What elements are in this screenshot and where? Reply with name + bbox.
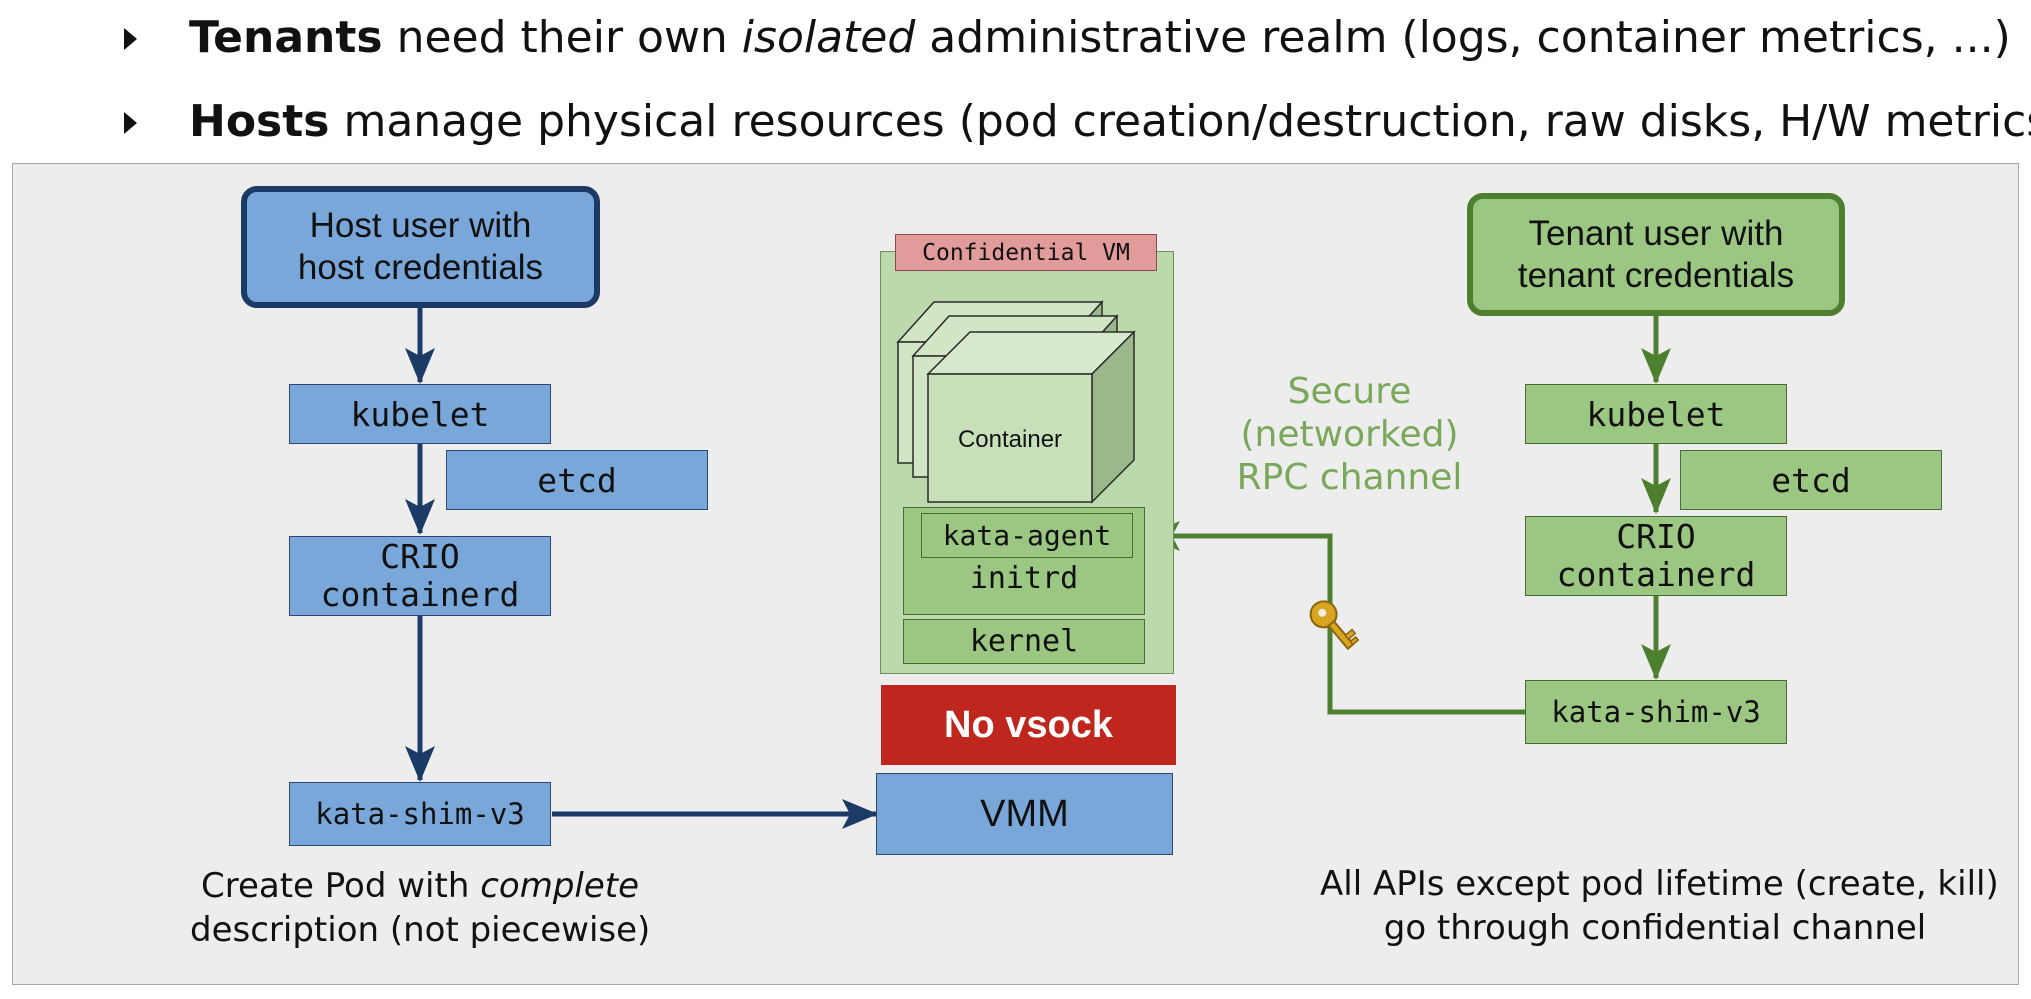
tenant-caption: All APIs except pod lifetime (create, ki… bbox=[1320, 864, 1999, 949]
tenant-etcd-box: etcd bbox=[1680, 450, 1942, 510]
host-etcd-box: etcd bbox=[446, 450, 708, 510]
host-shim-box: kata-shim-v3 bbox=[289, 782, 551, 846]
secure-channel-label: Secure (networked) RPC channel bbox=[1236, 371, 1463, 499]
host-kubelet-box: kubelet bbox=[289, 384, 551, 444]
no-vsock-banner: No vsock bbox=[881, 685, 1176, 765]
triangle-right-icon bbox=[124, 112, 137, 134]
key-icon bbox=[1309, 600, 1360, 651]
triangle-right-icon bbox=[124, 28, 137, 50]
kernel-box: kernel bbox=[903, 619, 1145, 664]
host-caption: Create Pod with complete description (no… bbox=[190, 866, 651, 951]
kata-agent-box: kata-agent bbox=[921, 513, 1133, 558]
container-label: Container bbox=[957, 426, 1063, 453]
confidential-vm-title: Confidential VM bbox=[895, 234, 1157, 271]
container-cube bbox=[926, 330, 1136, 504]
bullet-hosts-bold: Hosts bbox=[189, 96, 330, 147]
vmm-box: VMM bbox=[876, 773, 1173, 855]
tenant-shim-box: kata-shim-v3 bbox=[1525, 680, 1787, 744]
bullet-tenants-bold: Tenants bbox=[189, 12, 383, 63]
tenant-kubelet-box: kubelet bbox=[1525, 384, 1787, 444]
